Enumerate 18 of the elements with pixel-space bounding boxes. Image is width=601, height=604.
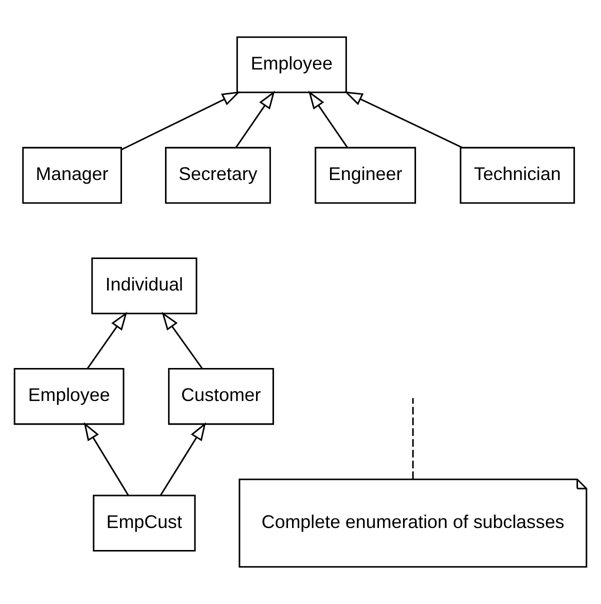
node-box: Manager	[22, 146, 122, 204]
arrow	[160, 422, 206, 496]
arrow	[121, 91, 240, 150]
node-box: EmpCust	[92, 494, 196, 552]
node-box: Engineer	[314, 146, 416, 204]
connector	[412, 398, 414, 480]
node-box: Customer	[168, 368, 274, 425]
node-box: Secretary	[165, 146, 271, 204]
node-box: Individual	[91, 257, 198, 314]
node-box: Technician	[460, 146, 575, 204]
node-box: Employee	[236, 36, 347, 94]
arrow	[87, 312, 128, 369]
arrow	[344, 91, 462, 148]
node-box: Employee	[14, 368, 124, 425]
arrow	[308, 90, 348, 148]
arrow	[236, 90, 275, 148]
arrow	[84, 422, 129, 496]
arrow	[162, 312, 203, 369]
